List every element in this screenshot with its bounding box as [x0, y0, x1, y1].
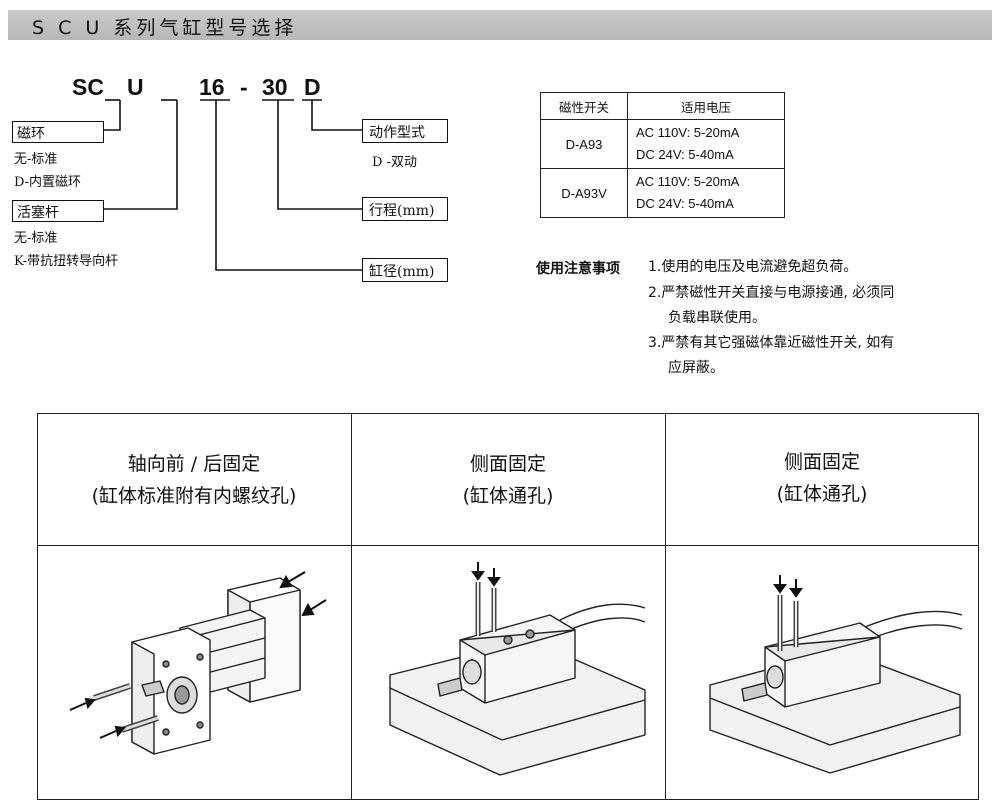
magnet-option-standard: 无-标准	[14, 152, 58, 167]
axial-mount-illustration	[69, 571, 327, 755]
code-dash: -	[240, 74, 248, 100]
table-row: D-A93V AC 110V: 5-20mA DC 24V: 5-40mA	[540, 168, 785, 218]
code-bore: 16	[199, 74, 225, 100]
mount-subtitle: (缸体通孔)	[462, 485, 554, 507]
action-type-box: 动作型式	[362, 119, 448, 143]
switch-voltage: AC 110V: 5-20mA DC 24V: 5-40mA	[627, 119, 785, 169]
voltage-ac: AC 110V: 5-20mA	[636, 174, 740, 189]
side-mount-illustration-1	[389, 562, 646, 776]
switch-name: D-A93V	[540, 168, 628, 218]
rod-option-standard: 无-标准	[14, 231, 58, 246]
notes-heading: 使用注意事项	[536, 261, 620, 277]
switch-name: D-A93	[540, 119, 628, 169]
switch-header-voltage: 适用电压	[627, 92, 785, 120]
mount-title: 侧面固定	[469, 453, 546, 475]
switch-table: 磁性开关 适用电压 D-A93 AC 110V: 5-20mA DC 24V: …	[540, 92, 785, 218]
action-type-label: 动作型式	[369, 125, 425, 141]
voltage-ac: AC 110V: 5-20mA	[636, 125, 740, 140]
switch-voltage: AC 110V: 5-20mA DC 24V: 5-40mA	[627, 168, 785, 218]
stroke-box: 行程(mm)	[362, 197, 448, 221]
mount-axial-title: 轴向前 / 后固定 (缸体标准附有内螺纹孔)	[38, 448, 350, 512]
note-item: 应屏蔽。	[668, 360, 724, 376]
side-mount-illustration-2	[709, 575, 963, 774]
code-u: U	[127, 74, 144, 100]
code-stroke: 30	[262, 74, 288, 100]
note-item: 负载串联使用。	[668, 310, 766, 326]
table-row: D-A93 AC 110V: 5-20mA DC 24V: 5-40mA	[540, 119, 785, 169]
title-bar	[8, 10, 992, 40]
row-divider	[37, 545, 979, 546]
switch-table-header: 磁性开关 适用电压	[540, 92, 785, 120]
note-item: 3.严禁有其它强磁体靠近磁性开关, 如有	[648, 335, 895, 351]
connector-lines	[103, 99, 362, 271]
page-title: S C U 系列气缸型号选择	[32, 17, 298, 39]
bore-label: 缸径(mm)	[369, 264, 435, 280]
stroke-label: 行程(mm)	[369, 203, 435, 219]
rod-label: 活塞杆	[17, 205, 59, 221]
switch-header-name: 磁性开关	[540, 92, 628, 120]
note-item: 2.严禁磁性开关直接与电源接通, 必须同	[648, 285, 895, 301]
rod-option-guide: K-带抗扭转导向杆	[14, 254, 119, 269]
code-series: SC	[72, 74, 104, 100]
mount-subtitle: (缸体标准附有内螺纹孔)	[91, 485, 297, 507]
column-divider	[665, 413, 666, 800]
magnet-option-builtin: D-内置磁环	[14, 175, 82, 190]
voltage-dc: DC 24V: 5-40mA	[636, 196, 734, 211]
mount-subtitle: (缸体通孔)	[776, 483, 868, 505]
rod-option-box: 活塞杆	[12, 200, 104, 222]
mounting-panel	[37, 413, 979, 800]
mount-side-title-2: 侧面固定 (缸体通孔)	[666, 446, 978, 510]
code-action: D	[304, 74, 321, 100]
column-divider	[351, 413, 352, 800]
action-option-double: D -双动	[372, 155, 417, 170]
magnet-label: 磁环	[17, 126, 45, 142]
mount-title: 轴向前 / 后固定	[127, 453, 261, 475]
mount-side-title-1: 侧面固定 (缸体通孔)	[352, 448, 664, 512]
bore-box: 缸径(mm)	[362, 258, 448, 282]
note-item: 1.使用的电压及电流避免超负荷。	[648, 259, 858, 275]
magnet-option-box: 磁环	[12, 121, 104, 143]
mount-title: 侧面固定	[783, 451, 860, 473]
voltage-dc: DC 24V: 5-40mA	[636, 147, 734, 162]
